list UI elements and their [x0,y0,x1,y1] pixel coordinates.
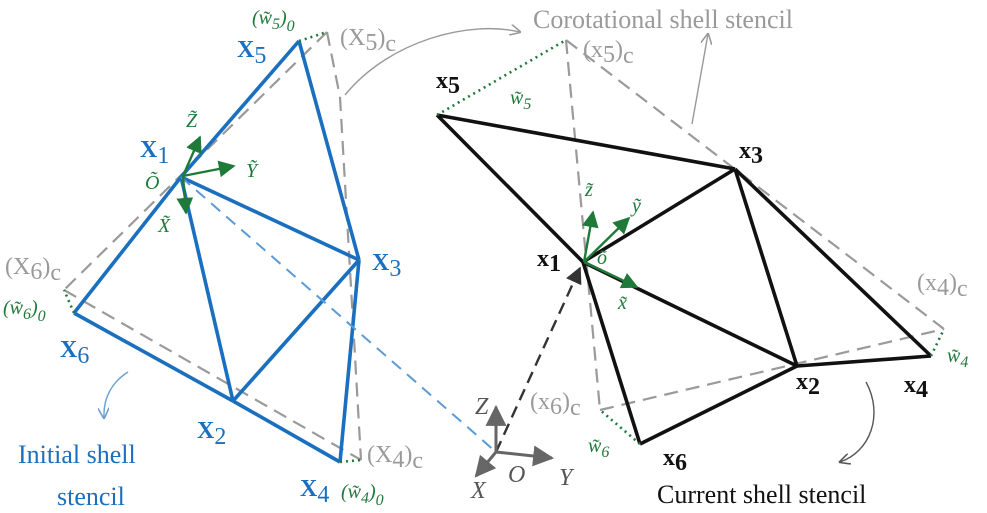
label-w4-current: w̃4 [947,345,968,371]
label-x4: x4 [904,372,928,403]
label-X6c: (X6)c [5,254,61,286]
title-initial-line1: Initial shell [18,440,136,469]
arrow-initial-label [104,371,129,418]
title-initial-line2: stencil [57,482,125,511]
label-frame-O: Õ [145,170,159,194]
label-x5: x5 [436,68,460,99]
label-X4c: (X4)c [367,442,423,474]
label-frame-o: õ [597,247,607,269]
initial-to-origin-dashed [180,176,497,453]
global-frame [474,404,555,478]
current-shell-stencil [435,113,933,446]
current-local-frame [582,210,639,289]
origin-to-current-dashed-arrow [494,266,582,453]
label-X4: X4 [300,476,329,508]
label-X5: X5 [237,37,266,69]
label-x4c: (x4)c [917,270,968,302]
label-frame-y: ỹ [630,195,642,217]
arrow-to-corotational [344,29,520,96]
label-frame-X: X̃ [157,214,171,237]
initial-local-frame [176,135,236,215]
label-global-Z: Z [475,394,489,420]
label-x5c: (x5)c [583,37,634,69]
label-X3: X3 [372,250,401,282]
label-X2: X2 [197,418,226,450]
label-X5c: (X5)c [340,25,396,57]
label-x3: x3 [739,138,763,169]
label-w5-current: w̃5 [510,87,531,113]
label-w4-initial: (w̃4)0 [341,481,384,509]
label-frame-z: z̃ [584,179,594,201]
label-w6-initial: (w̃6)0 [3,297,46,325]
label-w6-current: w̃6 [588,435,609,461]
label-frame-Z: Z̃ [186,109,198,132]
label-x6c: (x6)c [530,389,581,421]
label-frame-Y: Ỹ [246,158,259,182]
label-X1: X1 [140,137,169,169]
title-corotational: Corotational shell stencil [533,5,793,34]
label-X6: X6 [60,337,89,369]
title-current: Current shell stencil [657,480,866,509]
label-global-O: O [508,462,525,488]
corotational-stencil-left [63,31,363,461]
label-x6: x6 [663,445,687,476]
label-x2: x2 [796,369,820,400]
label-w5-initial: (w̃5)0 [252,7,295,35]
arrow-corotational-up [691,34,708,125]
arrow-current-label [840,381,875,462]
label-x1: x1 [537,246,561,277]
label-global-Y: Y [559,465,575,491]
label-frame-x: x̃ [617,292,627,314]
label-global-X: X [470,478,487,504]
initial-shell-stencil [72,39,361,464]
w-edges [62,30,946,464]
